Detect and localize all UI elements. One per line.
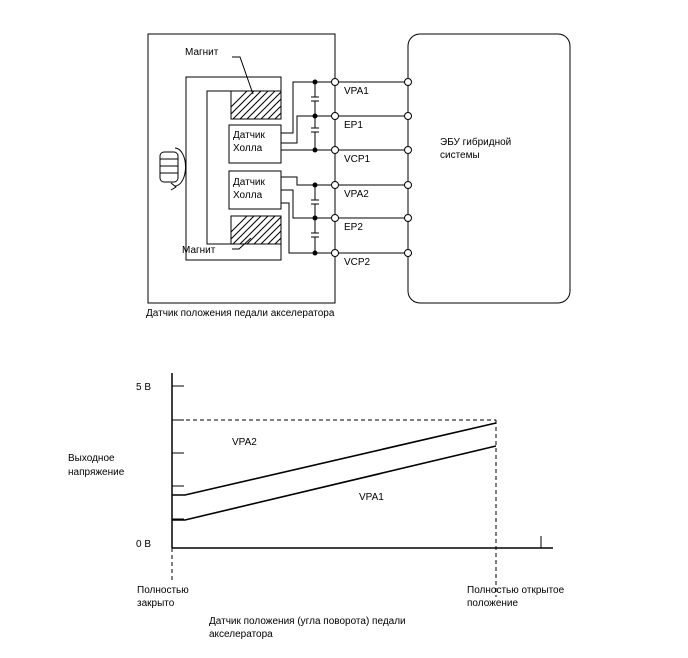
ecu-terminals bbox=[404, 78, 412, 257]
series-label-vpa1: VPA1 bbox=[359, 492, 384, 503]
junction-dots bbox=[312, 79, 318, 256]
x-end-label-line1: Полностью открытое bbox=[467, 585, 565, 596]
terminal-label-vpa2: VPA2 bbox=[344, 189, 369, 200]
sensor-housing bbox=[147, 33, 336, 304]
magnet-bottom-label: Магнит bbox=[182, 245, 216, 256]
magnet-top bbox=[230, 90, 282, 120]
terminal-label-ep2: EP2 bbox=[344, 222, 363, 233]
output-chart bbox=[171, 373, 553, 597]
y-top-label: 5 В bbox=[136, 382, 151, 393]
terminal-label-vpa1: VPA1 bbox=[344, 86, 369, 97]
terminal-label-vcp1: VCP1 bbox=[344, 154, 371, 165]
sensor-caption: Датчик положения педали акселератора bbox=[146, 308, 335, 319]
xlabel-line2: акселератора bbox=[209, 629, 273, 640]
sensor-terminals bbox=[331, 78, 339, 257]
ecu-label-line2: системы bbox=[440, 150, 480, 161]
ecu-label-line1: ЭБУ гибридной bbox=[440, 136, 511, 148]
magnet-bottom bbox=[230, 215, 282, 245]
hall-sensor-2-label-line1: Датчик bbox=[233, 177, 265, 188]
curve-vpa1 bbox=[172, 445, 497, 521]
x-start-label-line1: Полностью bbox=[137, 585, 189, 596]
y-ticks bbox=[172, 385, 184, 520]
magnet-bottom-leader bbox=[232, 237, 252, 250]
series-label-vpa2: VPA2 bbox=[232, 437, 257, 448]
magnet-top-label: Магнит bbox=[185, 47, 219, 58]
hall-sensor-1-label-line2: Холла bbox=[233, 143, 263, 154]
hall-sensor-1-label-line1: Датчик bbox=[233, 130, 265, 141]
ylabel-line1: Выходное bbox=[68, 453, 115, 464]
hall-sensor-1 bbox=[228, 124, 282, 164]
ylabel-line2: напряжение bbox=[68, 467, 125, 478]
terminal-label-vcp2: VCP2 bbox=[344, 257, 371, 268]
magnet-top-leader bbox=[232, 56, 254, 95]
ecu-box bbox=[407, 33, 571, 304]
circuit-diagram bbox=[147, 33, 571, 304]
curve-vpa2 bbox=[172, 422, 497, 496]
y-zero-label: 0 В bbox=[136, 539, 151, 550]
pedal-shaft-icon bbox=[159, 147, 187, 191]
x-end-label-line2: положение bbox=[467, 598, 519, 609]
x-start-label-line2: закрыто bbox=[137, 598, 175, 609]
terminal-label-ep1: EP1 bbox=[344, 120, 363, 131]
hall-sensor-2-label-line2: Холла bbox=[233, 190, 263, 201]
capacitor-network-2 bbox=[311, 185, 319, 253]
xlabel-line1: Датчик положения (угла поворота) педали bbox=[209, 616, 406, 627]
